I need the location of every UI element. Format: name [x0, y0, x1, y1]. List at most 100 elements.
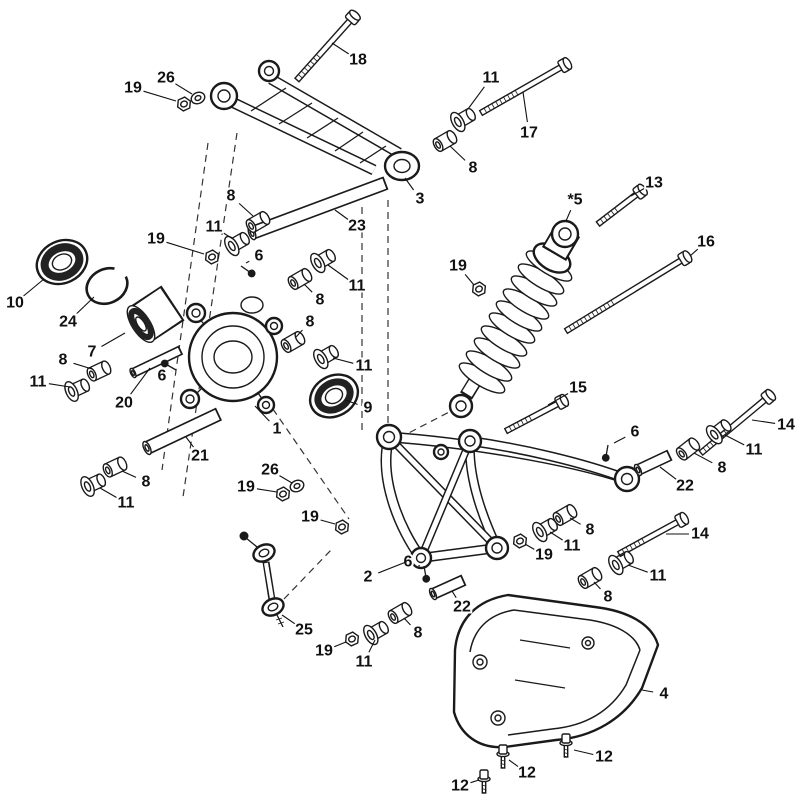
upper-control-arm — [209, 59, 421, 182]
callout-label: 23 — [348, 218, 366, 235]
flanged-bushing — [363, 620, 389, 646]
stud-bolt — [601, 444, 610, 462]
bushing-sleeve — [280, 330, 306, 354]
stud-bolt — [240, 265, 256, 278]
callout-leader-line — [320, 519, 336, 525]
callout-leader-line — [23, 278, 45, 297]
flange-nut — [344, 631, 360, 647]
callout-label: 11 — [30, 374, 47, 391]
hardware-layer — [64, 9, 777, 794]
callout-label: 11 — [483, 70, 500, 87]
callout-leader-line — [334, 209, 349, 220]
callout-label: 11 — [746, 442, 763, 459]
callout-label: 8 — [142, 474, 151, 491]
assembly-axis-guide — [182, 132, 238, 498]
lower-control-arm — [375, 423, 641, 570]
mounting-screw — [496, 744, 510, 769]
assembly-axis-guide — [265, 398, 350, 520]
snap-ring — [85, 266, 129, 306]
assembly-axis-guide — [283, 549, 332, 600]
callout-label: 17 — [520, 125, 538, 142]
callout-label: 4 — [660, 686, 669, 703]
callout-leader-line — [689, 248, 699, 257]
callout-label: 6 — [255, 248, 264, 265]
bushing-sleeve — [552, 503, 578, 527]
callout-leader-line — [101, 332, 126, 347]
callout-label: 1 — [273, 421, 282, 438]
callout-leader-line — [130, 367, 151, 395]
callout-leader-line — [143, 90, 177, 102]
callout-leader-line — [693, 452, 713, 464]
callout-leader-line — [467, 86, 485, 110]
callout-label: 6 — [404, 554, 413, 571]
callout-label: 13 — [645, 175, 663, 192]
callout-label: 2 — [364, 569, 373, 586]
callouts-layer: 1826191117832381119613*51619118102478118… — [4, 42, 797, 797]
flange-bolt — [698, 388, 777, 457]
stabilizer-linkage — [239, 531, 285, 628]
bushing-sleeve — [387, 601, 413, 625]
callout-leader-line — [418, 564, 421, 567]
callout-leader-line — [522, 91, 528, 123]
skid-plate — [452, 593, 660, 749]
washer — [289, 479, 305, 493]
callout-label: 14 — [777, 417, 795, 434]
flange-bolt — [503, 393, 570, 435]
flange-nut — [204, 249, 220, 265]
flange-bolt — [293, 9, 361, 83]
callout-label: 3 — [416, 191, 425, 208]
callout-leader-line — [75, 296, 95, 315]
bushing-sleeve — [102, 456, 128, 478]
callout-leader-line — [344, 399, 358, 405]
washer — [190, 91, 206, 105]
callout-label: 12 — [595, 749, 613, 766]
callout-leader-line — [549, 531, 563, 541]
callout-label: 11 — [650, 568, 667, 585]
mounting-screw — [477, 769, 491, 794]
callout-label: 19 — [147, 231, 165, 248]
callout-leader-line — [724, 434, 745, 446]
flange-bolt — [616, 511, 690, 558]
major-parts-layer — [35, 59, 660, 749]
callout-leader-line — [121, 470, 137, 478]
spacer-tube — [129, 345, 184, 379]
bushing-sleeve — [245, 210, 271, 234]
callout-label: 16 — [697, 234, 715, 251]
callout-leader-line — [48, 383, 71, 388]
callout-label: 22 — [453, 599, 471, 616]
callout-leader-line — [303, 283, 313, 293]
flanged-bushing — [64, 378, 91, 403]
callout-label: 25 — [295, 622, 313, 639]
flanged-bushing — [310, 248, 336, 274]
bushing-sleeve — [287, 267, 313, 291]
spacer-tube — [142, 407, 222, 456]
dust-seal — [308, 373, 360, 419]
callout-leader-line — [245, 260, 250, 264]
callout-label: 7 — [88, 344, 97, 361]
flanged-bushing — [313, 344, 339, 370]
callout-leader-line — [166, 241, 205, 255]
assembly-guide-lines-layer — [161, 132, 456, 600]
flange-nut — [176, 96, 192, 112]
callout-label: 19 — [124, 80, 142, 97]
callout-label: 12 — [451, 778, 469, 795]
callout-label: 26 — [157, 70, 175, 87]
callout-label: 22 — [676, 478, 694, 495]
flanged-bushing — [608, 550, 634, 576]
flange-nut — [275, 486, 291, 502]
callout-label: 26 — [261, 462, 279, 479]
callout-label: 19 — [237, 479, 255, 496]
spacer-tube — [428, 574, 467, 601]
callout-label: 19 — [449, 258, 467, 275]
callout-leader-line — [565, 209, 572, 222]
bearing — [126, 285, 185, 343]
callout-label: 11 — [118, 495, 135, 512]
callout-leader-line — [751, 419, 776, 424]
flange-bolt — [595, 183, 648, 228]
callout-label: 11 — [349, 278, 366, 295]
callout-label: 10 — [6, 295, 24, 312]
callout-label: 21 — [191, 448, 209, 465]
mounting-screw — [559, 733, 573, 758]
seal-ring — [35, 238, 89, 286]
